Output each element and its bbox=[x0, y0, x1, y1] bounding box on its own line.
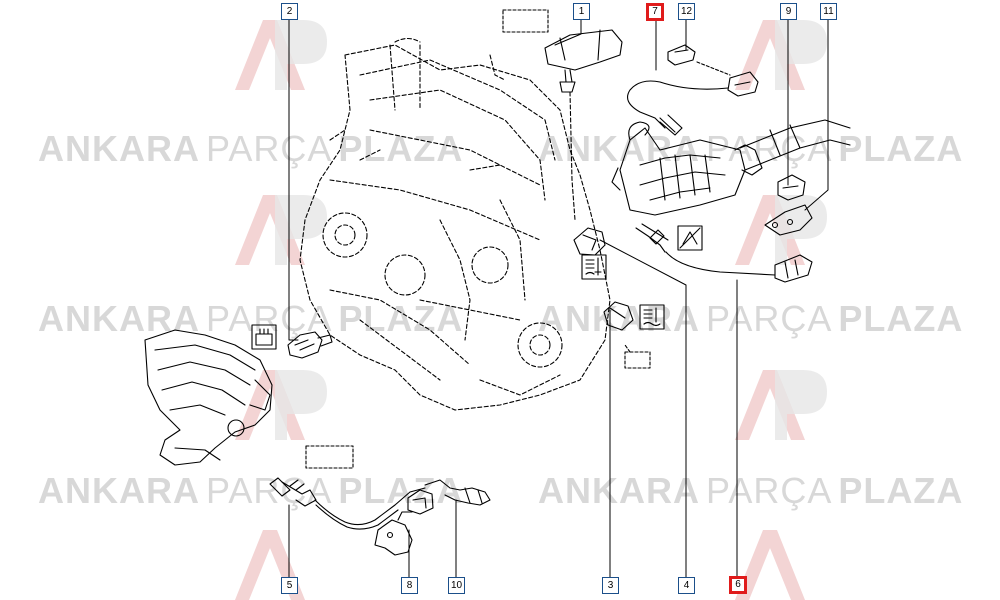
callout-5[interactable]: 5 bbox=[281, 577, 298, 594]
callout-9[interactable]: 9 bbox=[780, 3, 797, 20]
leader-lines bbox=[288, 19, 829, 579]
callout-4[interactable]: 4 bbox=[678, 577, 695, 594]
callout-7[interactable]: 7 bbox=[646, 3, 664, 21]
placeholder-box bbox=[305, 445, 354, 469]
callout-12[interactable]: 12 bbox=[678, 3, 695, 20]
placeholder-box bbox=[624, 344, 651, 369]
flame-crossed-icon bbox=[677, 225, 703, 251]
part-8-bracket bbox=[374, 511, 413, 556]
callout-2[interactable]: 2 bbox=[281, 3, 298, 20]
engine-sensor-icon bbox=[251, 324, 277, 350]
callout-3[interactable]: 3 bbox=[602, 577, 619, 594]
callout-1[interactable]: 1 bbox=[573, 3, 590, 20]
part-1-sensor bbox=[544, 29, 623, 221]
callout-11[interactable]: 11 bbox=[820, 3, 837, 20]
callout-10[interactable]: 10 bbox=[448, 577, 465, 594]
part-10-connector bbox=[407, 489, 434, 515]
watermark-logo bbox=[735, 370, 827, 440]
part-2-knock-sensor bbox=[287, 331, 333, 359]
exhaust-manifold bbox=[144, 329, 273, 466]
catalytic-converter bbox=[611, 119, 851, 216]
coolant-temp-icon bbox=[581, 254, 607, 280]
part-6-oxygen-sensor bbox=[635, 223, 813, 283]
part-11-bracket bbox=[764, 204, 813, 236]
part-7-oxygen-sensor bbox=[627, 71, 759, 136]
watermark-logo bbox=[235, 370, 327, 440]
callout-8[interactable]: 8 bbox=[401, 577, 418, 594]
part-4-sensor bbox=[573, 227, 606, 256]
callout-6[interactable]: 6 bbox=[729, 576, 747, 594]
part-9-clip bbox=[777, 174, 806, 201]
watermark-logo bbox=[735, 530, 805, 600]
part-12-clip bbox=[667, 44, 696, 66]
watermark-logo bbox=[735, 195, 827, 265]
part-3-sensor bbox=[603, 301, 634, 331]
engine-block bbox=[299, 37, 611, 411]
part-5-oxygen-sensor bbox=[269, 477, 491, 530]
oil-level-icon bbox=[639, 304, 665, 330]
watermark-logo bbox=[235, 20, 327, 90]
placeholder-box bbox=[502, 9, 549, 33]
watermark-logo bbox=[235, 195, 327, 265]
